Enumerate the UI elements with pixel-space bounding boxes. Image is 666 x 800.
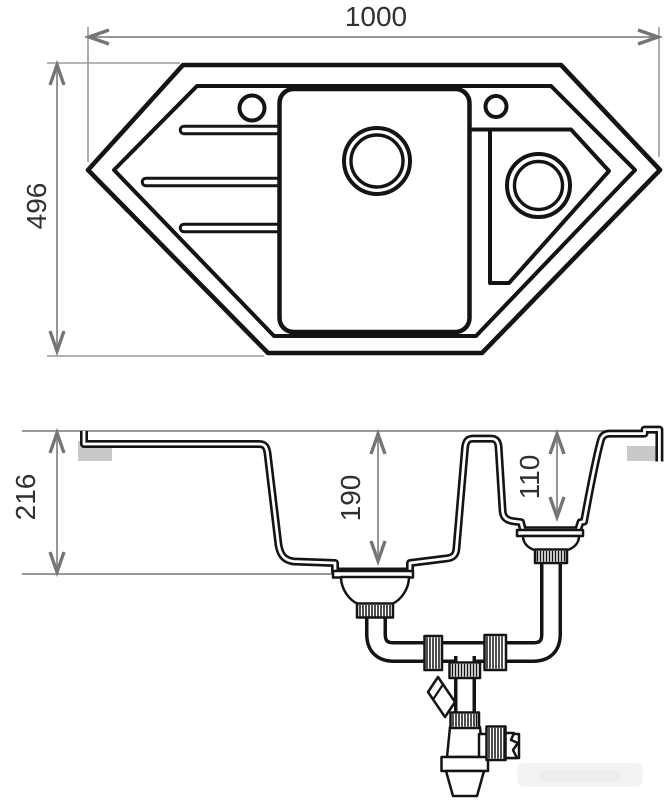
tap-hole-right [483, 94, 509, 119]
arrowhead-bottom [48, 551, 66, 578]
secondary-bowl [469, 127, 611, 285]
secondary-bowl-depth-label: 110 [514, 455, 545, 500]
inlet-cap-line [432, 683, 444, 701]
strainer-dome [339, 575, 411, 606]
trap-outlet-break-end [503, 731, 520, 760]
main-drain-assembly [331, 569, 415, 606]
tap-hole-left [237, 93, 267, 123]
trap-body [445, 725, 485, 759]
sink-outer-outline [85, 62, 663, 356]
waste-pipe-core [368, 560, 559, 660]
arrowhead-top [48, 427, 66, 454]
secondary-drain-assembly [515, 528, 585, 552]
inlet-stub [426, 675, 457, 719]
dim-width: 1000 [83, 1, 664, 162]
rib-lines [488, 728, 505, 759]
rib-lines [451, 664, 478, 677]
siphon-trap [440, 725, 521, 798]
main-bowl [277, 86, 472, 335]
main-drain-hole-inner [349, 133, 405, 189]
rib-lines [486, 636, 503, 669]
rib-lines [536, 551, 566, 562]
section-view: 216 190 110 [10, 425, 664, 798]
watermark [517, 763, 643, 787]
depth-dim-label: 216 [10, 474, 41, 521]
main-drain-hole [342, 126, 412, 196]
dim-secondary-bowl-depth: 110 [514, 428, 566, 523]
secondary-drain-hole-inner [512, 159, 565, 212]
dim-depth: 216 [10, 427, 66, 578]
sink-inner-rim [112, 84, 637, 338]
main-bowl-depth-label: 190 [335, 475, 366, 522]
arrowhead-top [48, 59, 66, 86]
secondary-drain-hole [505, 152, 572, 219]
trap-nut-band [440, 755, 490, 773]
height-dim-label: 496 [21, 183, 52, 230]
top-view: 1000 496 [21, 1, 664, 357]
arrowhead-bottom [48, 330, 66, 357]
watermark-blob [540, 770, 620, 782]
drainboard-ridges [140, 124, 289, 234]
sink-profile-core [82, 428, 661, 573]
coupling-nuts [355, 548, 569, 762]
rib-lines [426, 637, 440, 669]
dim-main-bowl-depth: 190 [335, 428, 387, 567]
arrowhead-left [83, 28, 110, 46]
trap-cup [444, 769, 486, 798]
arrowhead-bottom [548, 496, 566, 523]
arrowhead-top [548, 428, 566, 455]
arrowhead-right [637, 28, 664, 46]
mounting-clip-right [627, 446, 660, 461]
rib-lines [359, 605, 391, 617]
width-dim-label: 1000 [345, 1, 407, 32]
arrowhead-top [369, 428, 387, 455]
rib-lines [452, 714, 478, 727]
dim-height: 496 [21, 59, 264, 357]
dishwasher-inlet [426, 675, 457, 719]
arrowhead-bottom [369, 540, 387, 567]
